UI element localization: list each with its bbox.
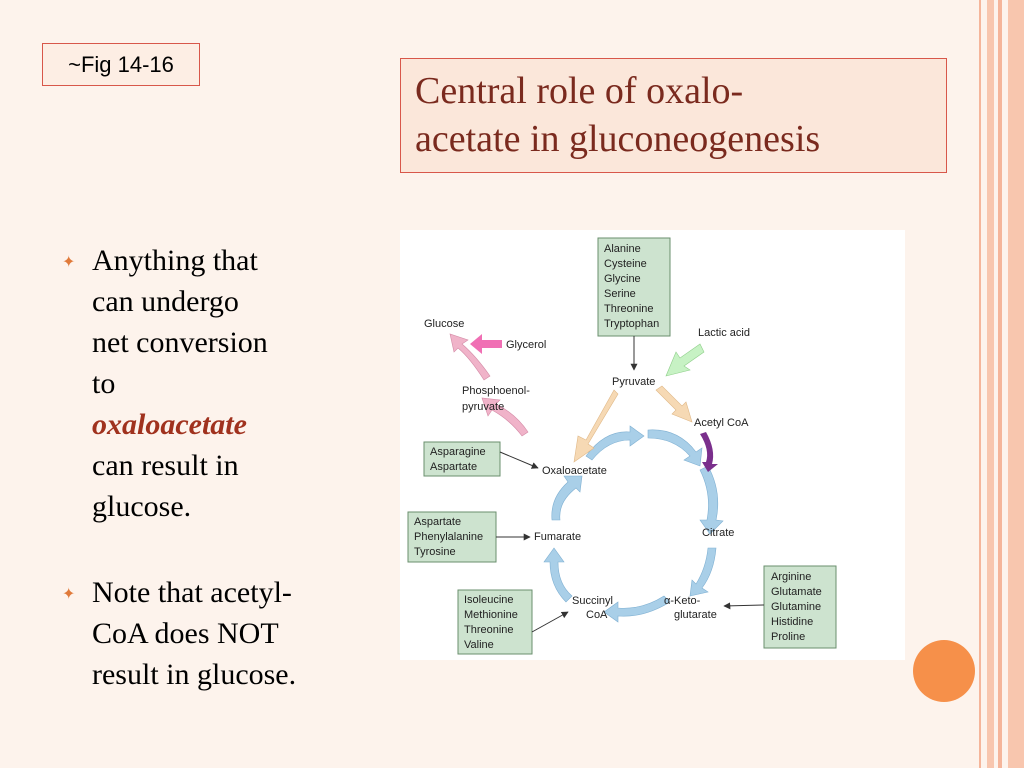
bullet-text: Note that acetyl- CoA does NOT result in… bbox=[92, 572, 296, 695]
box-item: Phenylalanine bbox=[414, 531, 483, 543]
decor-stripe bbox=[979, 0, 981, 768]
node-ketoglutarate-line2: glutarate bbox=[674, 609, 717, 621]
bullet-emphasis: oxaloacetate bbox=[92, 408, 247, 441]
bullet-line: to bbox=[92, 367, 116, 400]
title-line-1: Central role of oxalo- bbox=[415, 70, 744, 112]
amino-acid-box-succinyl: Isoleucine Methionine Threonine Valine bbox=[457, 589, 533, 655]
bullet-star-icon: ✦ bbox=[62, 254, 76, 271]
bullet-item-2: ✦ Note that acetyl- CoA does NOT result … bbox=[62, 572, 382, 695]
decor-stripe bbox=[987, 0, 994, 768]
node-pep-line2: pyruvate bbox=[462, 401, 504, 413]
box-item: Asparagine bbox=[430, 446, 486, 458]
bullet-text: Anything that can undergo net conversion… bbox=[92, 240, 268, 527]
node-lactic-acid: Lactic acid bbox=[698, 327, 750, 339]
decor-stripe bbox=[1008, 0, 1024, 768]
node-succinyl-line2: CoA bbox=[586, 609, 608, 621]
box-item: Glutamate bbox=[771, 586, 822, 598]
cycle-arrow bbox=[647, 429, 703, 467]
slide-title: Central role of oxalo- acetate in glucon… bbox=[400, 58, 947, 173]
box-item: Glycine bbox=[604, 273, 641, 285]
box-item: Aspartate bbox=[414, 516, 461, 528]
glycerol-arrow bbox=[470, 334, 502, 354]
node-pep-line1: Phosphoenol- bbox=[462, 385, 530, 397]
box-item: Arginine bbox=[771, 571, 811, 583]
cycle-arrow bbox=[689, 547, 717, 597]
node-glucose: Glucose bbox=[424, 318, 464, 330]
bullet-line: net conversion bbox=[92, 326, 268, 359]
box-item: Tryptophan bbox=[604, 318, 659, 330]
lactic-acid-arrow bbox=[665, 343, 705, 377]
bullet-line: glucose. bbox=[92, 490, 192, 523]
bullet-star-icon: ✦ bbox=[62, 586, 76, 603]
bullet-line: Note that acetyl- bbox=[92, 576, 292, 609]
bullet-line: can result in bbox=[92, 449, 239, 482]
node-oxaloacetate: Oxaloacetate bbox=[542, 465, 607, 477]
node-succinyl-line1: Succinyl bbox=[572, 595, 613, 607]
pyruvate-to-acetylcoa-arrow bbox=[655, 385, 693, 423]
box-item: Serine bbox=[604, 288, 636, 300]
amino-acid-box-asparagine: Asparagine Aspartate bbox=[423, 441, 501, 477]
node-acetyl-coa: Acetyl CoA bbox=[694, 417, 749, 429]
bullet-line: can undergo bbox=[92, 285, 239, 318]
box-item: Histidine bbox=[771, 616, 813, 628]
oxaloacetate-pathway-diagram: Alanine Cysteine Glycine Serine Threonin… bbox=[400, 230, 905, 660]
bullet-line: Anything that bbox=[92, 244, 258, 277]
box-item: Valine bbox=[464, 639, 494, 651]
acetylcoa-to-citrate-arrow bbox=[700, 432, 718, 472]
box-item: Tyrosine bbox=[414, 546, 456, 558]
pyruvate-to-oxaloacetate-arrow bbox=[573, 389, 619, 463]
node-fumarate: Fumarate bbox=[534, 531, 581, 543]
cycle-arrow bbox=[603, 595, 671, 623]
box-item: Aspartate bbox=[430, 461, 477, 473]
box-item: Alanine bbox=[604, 243, 641, 255]
figure-reference-label: ~Fig 14-16 bbox=[42, 43, 200, 86]
node-pyruvate: Pyruvate bbox=[612, 376, 655, 388]
node-glycerol: Glycerol bbox=[506, 339, 546, 351]
box-to-ketoglutarate-arrow bbox=[723, 602, 765, 610]
bullet-line: result in glucose. bbox=[92, 658, 297, 691]
cycle-arrow bbox=[585, 425, 645, 461]
cycle-arrow bbox=[699, 465, 724, 535]
amino-acid-box-top: Alanine Cysteine Glycine Serine Threonin… bbox=[597, 237, 671, 337]
amino-acid-box-ketoglutarate: Arginine Glutamate Glutamine Histidine P… bbox=[763, 565, 837, 649]
decor-orange-circle bbox=[913, 640, 975, 702]
citric-acid-cycle bbox=[543, 425, 724, 623]
box-to-succinyl-arrow bbox=[531, 611, 569, 633]
oxaloacetate-to-pep-arrow bbox=[481, 397, 529, 437]
box-item: Glutamine bbox=[771, 601, 821, 613]
bullet-line: CoA does NOT bbox=[92, 617, 279, 650]
node-ketoglutarate-line1: α-Keto- bbox=[664, 595, 701, 607]
box-item: Cysteine bbox=[604, 258, 647, 270]
bullet-item-1: ✦ Anything that can undergo net conversi… bbox=[62, 240, 382, 527]
box-item: Threonine bbox=[464, 624, 514, 636]
cycle-arrow bbox=[551, 475, 583, 521]
amino-acid-box-fumarate: Aspartate Phenylalanine Tyrosine bbox=[407, 511, 497, 563]
decor-stripe bbox=[998, 0, 1002, 768]
box-to-oxaloacetate-arrow bbox=[499, 451, 539, 469]
box-item: Threonine bbox=[604, 303, 654, 315]
title-line-2: acetate in gluconeogenesis bbox=[415, 118, 821, 160]
box-item: Proline bbox=[771, 631, 805, 643]
box-item: Methionine bbox=[464, 609, 518, 621]
box-item: Isoleucine bbox=[464, 594, 514, 606]
cycle-arrow bbox=[543, 547, 573, 603]
pep-to-glucose-arrow bbox=[449, 333, 491, 381]
node-citrate: Citrate bbox=[702, 527, 734, 539]
